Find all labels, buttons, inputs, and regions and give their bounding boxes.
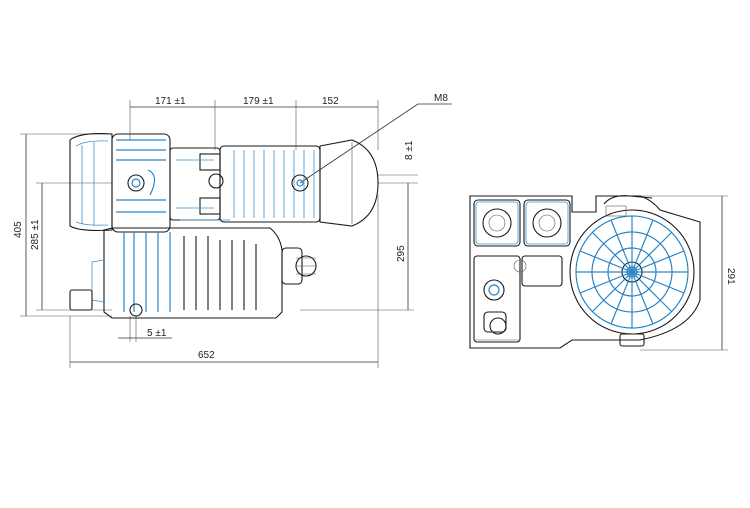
housing-ribs bbox=[123, 232, 171, 312]
dim-8: 8 ±1 bbox=[404, 140, 415, 160]
housing-fins bbox=[183, 236, 257, 310]
dim-152: 152 bbox=[322, 96, 339, 107]
dim-171: 171 ±1 bbox=[155, 96, 186, 107]
front-view-pump bbox=[69, 133, 379, 319]
dim-5: 5 ±1 bbox=[147, 328, 167, 339]
motor-fins bbox=[233, 150, 315, 218]
dim-652: 652 bbox=[198, 350, 215, 361]
dim-285: 285 ±1 bbox=[30, 219, 41, 250]
dim-291: 291 bbox=[725, 268, 736, 285]
dim-405: 405 bbox=[13, 221, 24, 238]
fan-spokes bbox=[576, 216, 688, 328]
dim-m8: M8 bbox=[434, 93, 448, 104]
dim-179: 179 ±1 bbox=[243, 96, 274, 107]
dim-295: 295 bbox=[396, 245, 407, 262]
side-view-pump: 291 bbox=[469, 195, 736, 351]
front-view-dimensions: 171 ±1 179 ±1 152 M8 8 ±1 405 285 ±1 295… bbox=[13, 93, 452, 368]
